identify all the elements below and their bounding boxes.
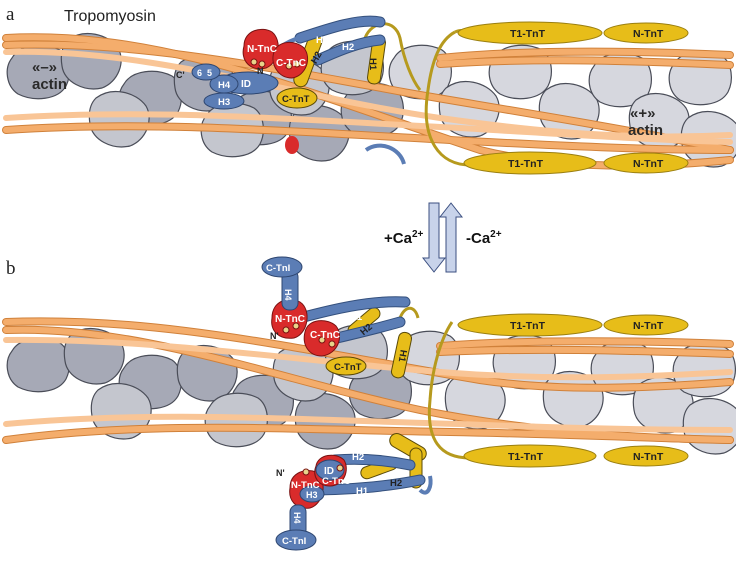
c-tnc-label-a: C-TnC: [276, 58, 306, 69]
id-bottom-label-b: ID: [324, 466, 334, 477]
panel-b-letter: b: [6, 258, 16, 279]
n-label-a: N: [257, 66, 264, 76]
h1-top-label-b: H1: [350, 312, 363, 323]
actin-plus-symbol: «+»: [630, 105, 655, 122]
t1-tnt-bottom-label-b: T1-TnT: [508, 451, 544, 463]
c-prime-label-a: C': [176, 70, 185, 80]
troponin-i-a: [191, 15, 386, 110]
troponin-complex-bottom-b: [275, 453, 426, 551]
c-tni-top-label-b: C-TnI: [266, 263, 290, 274]
t1-tnt-top-label-b: T1-TnT: [510, 320, 546, 332]
c-tni-bottom-label-b: C-TnI: [282, 536, 306, 547]
t1-tnt-bottom-label-a: T1-TnT: [508, 158, 544, 170]
actin-minus-word: actin: [32, 76, 67, 93]
id-label-a: ID: [241, 79, 251, 90]
h3-label-a: H3: [218, 97, 230, 108]
troponin-complex-top-b: [261, 256, 411, 357]
panel-a-letter: a: [6, 4, 15, 25]
t1-tnt-top-label-a: T1-TnT: [510, 28, 546, 40]
h3-bottom-label-b: H3: [306, 490, 318, 500]
helix-6-label-a: 6: [197, 68, 202, 78]
troponin-c-a: [242, 28, 308, 154]
h4-label-a: H4: [218, 80, 231, 91]
h2-tnt-label-a: H2: [309, 50, 325, 66]
n-tnc-label-a: N-TnC: [247, 44, 277, 55]
n-tnt-top-label-a: N-TnT: [633, 28, 664, 40]
plus-calcium-label: +Ca2+: [384, 229, 423, 247]
h4-top-label-b: H4: [283, 289, 293, 301]
h2-tnt-bottom-label-b: H2: [390, 478, 402, 489]
tropomyosin-strands-b: [2, 317, 734, 444]
minus-calcium-label: -Ca2+: [466, 229, 502, 247]
h1-tni-label-a: H1: [316, 35, 329, 46]
n-tnt-bottom-label-a: N-TnT: [633, 158, 664, 170]
tropomyosin-title: Tropomyosin: [64, 8, 156, 25]
c-tnt-label-a: C-TnT: [282, 94, 310, 105]
actin-plus-word: actin: [628, 122, 663, 139]
n-tnc-bottom-label-b: N-TnC: [291, 480, 320, 491]
h1-bottom-label-b: H1: [356, 486, 369, 497]
tropomyosin-strands-a: [2, 33, 734, 170]
c-tnc-top-label-b: C-TnC: [310, 330, 340, 341]
h1-tnt-label-a: H1: [367, 58, 378, 71]
calcium-equilibrium-arrows: +Ca2+ -Ca2+: [384, 202, 502, 273]
helix-5-label-a: 5: [207, 68, 212, 78]
n-tnt-bottom-label-b: N-TnT: [633, 451, 664, 463]
c-tnc-bottom-label-b: C-TnC: [322, 476, 351, 487]
panel-a: a Tropomyosin: [2, 4, 736, 175]
h2-tni-bottom-label-b: H2: [352, 452, 364, 463]
n-tnc-top-label-b: N-TnC: [275, 314, 305, 325]
n-tnt-top-label-b: N-TnT: [633, 320, 664, 332]
h2-tni-label-a: H2: [342, 42, 354, 53]
h1-tnt-top-label-b: H1: [396, 349, 409, 364]
panel-b: b: [2, 256, 736, 551]
actin-minus-symbol: «–»: [32, 59, 57, 76]
n-prime-top-label-b: N': [270, 331, 279, 341]
n-prime-bottom-label-b: N': [276, 468, 285, 478]
c-tnt-top-label-b: C-TnT: [334, 362, 362, 373]
h4-bottom-label-b: H4: [292, 512, 302, 524]
